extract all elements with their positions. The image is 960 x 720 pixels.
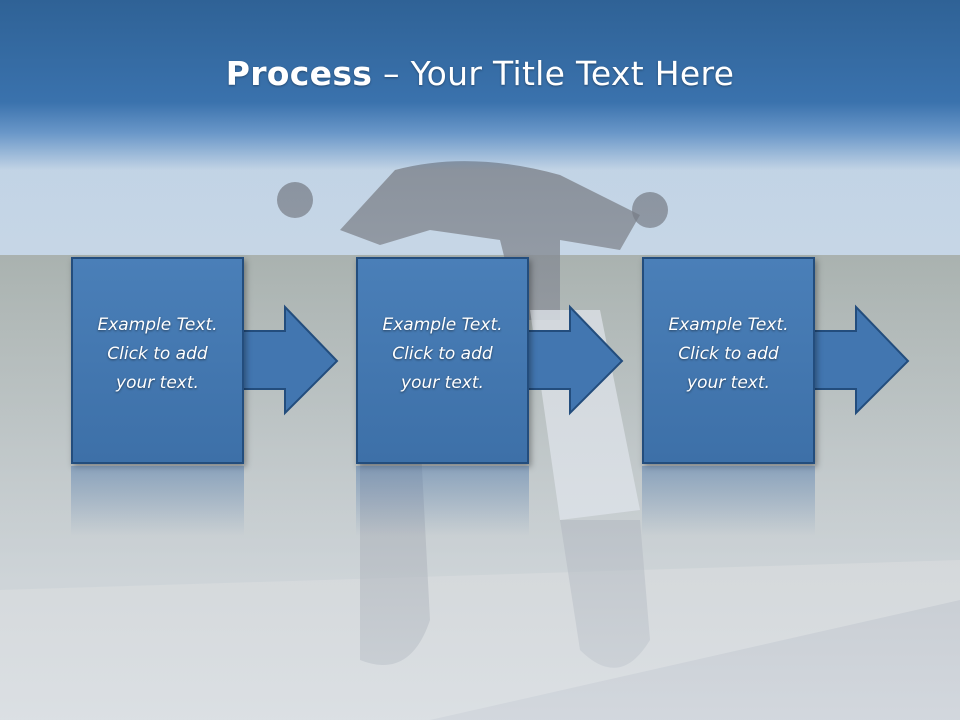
title-band xyxy=(0,0,960,170)
right-arrow-icon xyxy=(811,304,910,416)
step-box[interactable]: Example Text. Click to add your text. xyxy=(356,257,529,464)
slide-title[interactable]: Process – Your Title Text Here xyxy=(0,54,960,93)
step-text[interactable]: Example Text. Click to add your text. xyxy=(668,315,789,393)
title-rest: – Your Title Text Here xyxy=(372,54,735,93)
step-text[interactable]: Example Text. Click to add your text. xyxy=(382,315,503,393)
title-bold: Process xyxy=(225,54,373,93)
step-reflection xyxy=(71,466,244,536)
step-text[interactable]: Example Text. Click to add your text. xyxy=(97,315,218,393)
step-box[interactable]: Example Text. Click to add your text. xyxy=(71,257,244,464)
step-reflection xyxy=(642,466,815,536)
step-box[interactable]: Example Text. Click to add your text. xyxy=(642,257,815,464)
right-arrow-icon xyxy=(525,304,624,416)
step-reflection xyxy=(356,466,529,536)
right-arrow-icon xyxy=(240,304,339,416)
